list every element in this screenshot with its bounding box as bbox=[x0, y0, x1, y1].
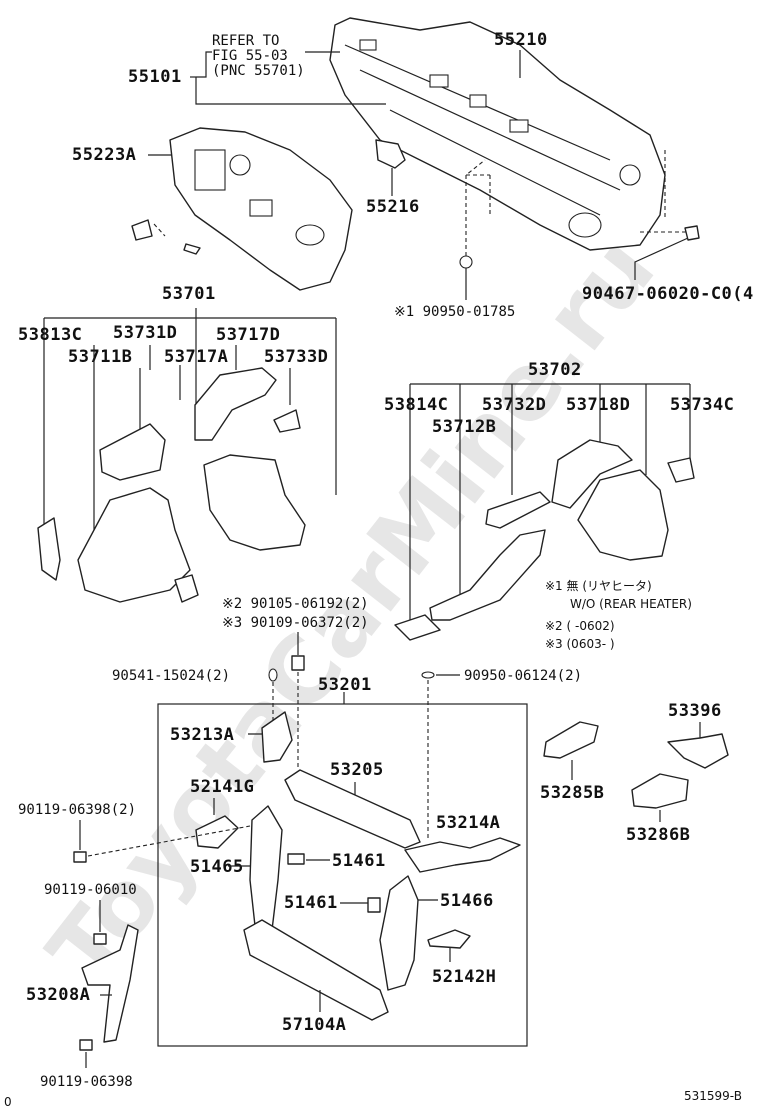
label-53701: 53701 bbox=[162, 284, 216, 304]
label-51465: 51465 bbox=[190, 857, 244, 877]
bracket-53396 bbox=[667, 733, 729, 769]
label-51466: 51466 bbox=[440, 891, 494, 911]
label-57104a: 57104A bbox=[282, 1015, 346, 1035]
insulator-55223a bbox=[169, 127, 353, 291]
clip-icons bbox=[131, 219, 700, 269]
label-90119-06010: 90119-06010 bbox=[44, 882, 137, 898]
label-53711b: 53711B bbox=[68, 347, 132, 367]
label-53205: 53205 bbox=[330, 760, 384, 780]
label-53733d: 53733D bbox=[264, 347, 328, 367]
label-53717d: 53717D bbox=[216, 325, 280, 345]
label-52141g: 52141G bbox=[190, 777, 254, 797]
wheelhouse-left bbox=[37, 423, 199, 603]
label-90950-01785: ※1 90950-01785 bbox=[394, 304, 515, 320]
wheelhouse-right bbox=[394, 439, 695, 641]
label-90119-06398-2: 90119-06398(2) bbox=[18, 802, 136, 818]
support-frame bbox=[157, 703, 528, 1047]
label-90950-06124: 90950-06124(2) bbox=[464, 668, 582, 684]
dash-panel-55210 bbox=[329, 17, 666, 251]
bolt-90119-06398-2 bbox=[73, 851, 87, 863]
brace-53208a bbox=[81, 924, 139, 1043]
label-53396: 53396 bbox=[668, 701, 722, 721]
label-53732d: 53732D bbox=[482, 395, 546, 415]
support-57104a bbox=[243, 919, 389, 1021]
label-90109: ※3 90109-06372(2) bbox=[222, 615, 369, 631]
footer-left: 0 bbox=[4, 1095, 12, 1109]
member-51466 bbox=[379, 875, 419, 991]
label-53214a: 53214A bbox=[436, 813, 500, 833]
label-53208a: 53208A bbox=[26, 985, 90, 1005]
clip-51461-b bbox=[367, 897, 381, 913]
label-53717a: 53717A bbox=[164, 347, 228, 367]
label-53213a: 53213A bbox=[170, 725, 234, 745]
label-55101: 55101 bbox=[128, 67, 182, 87]
label-53712b: 53712B bbox=[432, 417, 496, 437]
bracket-52141g bbox=[195, 815, 239, 849]
bolt-90119-06398 bbox=[79, 1039, 93, 1051]
note-3: ※3 (0603- ) bbox=[545, 637, 615, 651]
clip-51461-a bbox=[287, 853, 305, 865]
refer-line1: REFER TO bbox=[212, 33, 279, 49]
label-90467: 90467-06020-C0(4 bbox=[582, 284, 754, 304]
label-53702: 53702 bbox=[528, 360, 582, 380]
label-55210: 55210 bbox=[494, 30, 548, 50]
bracket-53286b bbox=[631, 773, 689, 809]
label-53731d: 53731D bbox=[113, 323, 177, 343]
refer-line3: (PNC 55701) bbox=[212, 63, 305, 79]
bracket-53285b bbox=[543, 721, 599, 759]
label-51461-b: 51461 bbox=[284, 893, 338, 913]
refer-line2: FIG 55-03 bbox=[212, 48, 288, 64]
bracket-53213a bbox=[261, 711, 293, 763]
seal-53214a bbox=[404, 837, 521, 873]
label-55223a: 55223A bbox=[72, 145, 136, 165]
diagram-code: 531599-B bbox=[684, 1089, 742, 1103]
label-53814c: 53814C bbox=[384, 395, 448, 415]
support-53205 bbox=[284, 769, 421, 849]
bracket-52142h bbox=[427, 929, 471, 949]
note-2: ※2 ( -0602) bbox=[545, 619, 615, 633]
label-53201: 53201 bbox=[318, 675, 372, 695]
label-90105: ※2 90105-06192(2) bbox=[222, 596, 369, 612]
apron-left bbox=[194, 367, 306, 551]
label-55216: 55216 bbox=[366, 197, 420, 217]
note-1b: W/O (REAR HEATER) bbox=[570, 597, 692, 611]
bracket-55216 bbox=[375, 139, 406, 169]
label-53285b: 53285B bbox=[540, 783, 604, 803]
label-53813c: 53813C bbox=[18, 325, 82, 345]
label-90541: 90541-15024(2) bbox=[112, 668, 230, 684]
label-51461-a: 51461 bbox=[332, 851, 386, 871]
label-53286b: 53286B bbox=[626, 825, 690, 845]
label-53734c: 53734C bbox=[670, 395, 734, 415]
note-1: ※1 無 (リヤヒータ) bbox=[545, 578, 652, 593]
bolt-icon bbox=[291, 655, 305, 770]
label-90119-06398: 90119-06398 bbox=[40, 1074, 133, 1090]
label-52142h: 52142H bbox=[432, 967, 496, 987]
bolt-90119-06010 bbox=[93, 933, 107, 945]
member-51465 bbox=[249, 805, 283, 936]
label-53718d: 53718D bbox=[566, 395, 630, 415]
